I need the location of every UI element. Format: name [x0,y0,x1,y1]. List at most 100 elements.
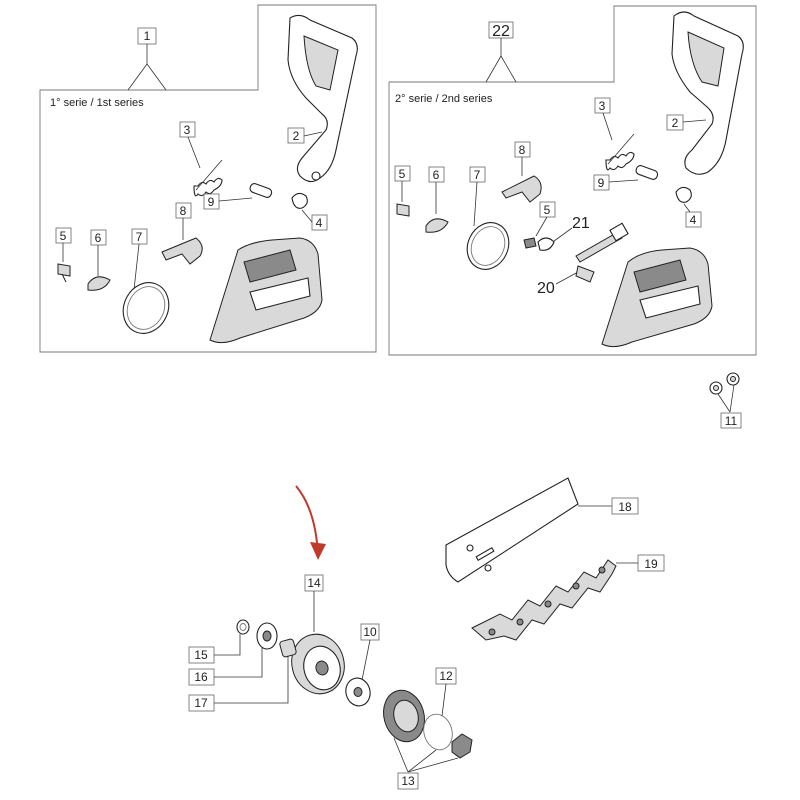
callout-19: 19 [644,557,658,571]
leader-g1-7 [133,243,140,291]
lever-g2 [501,175,542,203]
sprocket-cover-g2-panel [639,285,701,319]
callout-11: 11 [725,414,738,428]
callout-box-g1-5 [55,227,72,244]
callout-g1-3: 3 [184,123,191,137]
torsion-spring-g2 [675,186,692,203]
leader-10 [361,639,371,681]
front-handle-guard [287,14,358,183]
nut-a-hole [713,385,719,391]
leader-g2-2 [682,119,707,123]
callout-15: 15 [194,648,208,662]
chain-link-2 [516,618,524,626]
group-first-frame [39,4,377,353]
leader-g2-4 [683,203,691,213]
callout-18: 18 [618,500,632,514]
leader-g1-3 [187,136,201,169]
guide-bar-hole-b [484,564,492,572]
callout-g2-3: 3 [599,99,606,113]
leader-16 [214,648,263,678]
callout-box-16 [188,668,215,686]
callout-box-g2-5b [539,201,556,218]
callout-g1-6: 6 [95,231,102,245]
brake-band-g1-inner [126,286,166,330]
screw-g2 [396,203,410,217]
sprocket-cover-g1-panel [249,277,311,311]
leader-11 [717,384,735,413]
callout-box-13 [397,772,419,790]
clutch-drum-assembly: 14 17 16 15 10 13 [188,574,473,790]
callout-g2-5b: 5 [544,203,551,217]
group-second-frame [388,5,757,356]
pin-g2 [635,165,659,180]
front-handle-slot-g2 [687,31,725,87]
leader-g1-2 [303,131,323,137]
callout-box-g2-8 [514,141,531,158]
callout-1-leader [127,44,167,91]
tensioner-g2 [575,265,595,283]
callout-g2-7: 7 [474,168,481,182]
pin-g1 [249,183,273,198]
chain-link-3 [544,600,552,608]
callout-g2-9: 9 [598,176,605,190]
callout-g2-5a: 5 [399,167,406,181]
callout-g1-8: 8 [180,204,187,218]
front-handle-hole [311,171,321,181]
saw-chain [471,559,617,641]
adjuster-nut-g2 [609,222,629,242]
callout-12: 12 [439,669,453,683]
callout-box-g2-3 [594,97,611,114]
clutch-drum-hub [315,660,329,676]
leader-g1-9 [218,197,253,202]
spring-g1 [193,177,223,197]
callout-1: 1 [144,29,151,43]
callout-g2-6: 6 [433,168,440,182]
guide-bar [445,477,579,583]
leader-g2-20 [555,271,579,285]
brake-band-g2 [466,222,510,270]
callout-17: 17 [194,696,208,710]
bushing-g2 [537,237,555,251]
leader-15 [214,634,241,656]
washer-small-hole [239,623,247,631]
saw-chain-assembly: 19 [471,554,665,641]
callout-g1-4: 4 [316,216,323,230]
callout-box-g2-6 [428,166,445,183]
front-handle-slot [303,35,339,91]
spring-g2 [605,151,635,171]
guide-bar-hole-a [466,544,474,552]
callout-g1-5: 5 [60,229,67,243]
callout-box-19 [637,554,665,572]
callout-box-g2-4 [685,211,702,228]
callout-box-g1-7 [131,228,148,245]
group-second-label: 2° serie / 2nd series [395,93,493,105]
clutch-carrier [451,733,473,759]
callout-box-g1-8 [175,202,192,219]
spring-g2-axis [607,133,635,165]
spring-g1-axis [195,159,223,191]
leader-13 [393,737,459,773]
callout-g1-7: 7 [136,230,143,244]
brake-band-g1 [122,282,170,334]
callout-box-g2-5a [394,165,411,182]
leader-g2-7 [473,181,478,227]
callout-box-g1-3 [179,121,196,138]
leader-g2-5b [535,216,548,237]
nuts-assembly: 11 [709,372,742,429]
plate-g1 [87,276,111,291]
leader-g1-4 [301,209,313,223]
callout-box-15 [188,646,215,664]
group-first-series: 1 1° serie / 1st series 2 3 9 4 5 6 [39,4,377,353]
callout-22: 22 [492,23,510,40]
screw-g1 [57,263,71,283]
needle-bearing [279,638,297,658]
clutch-spring [423,713,453,751]
callout-22-leader [485,38,517,83]
callout-box-g1-9 [203,193,220,210]
nut-b-hole [730,376,736,382]
rim-sprocket-hole [262,630,272,642]
small-screw-g2 [523,237,537,249]
callout-16: 16 [194,670,208,684]
washer-small [236,619,250,635]
callout-box-g2-2 [666,114,684,131]
